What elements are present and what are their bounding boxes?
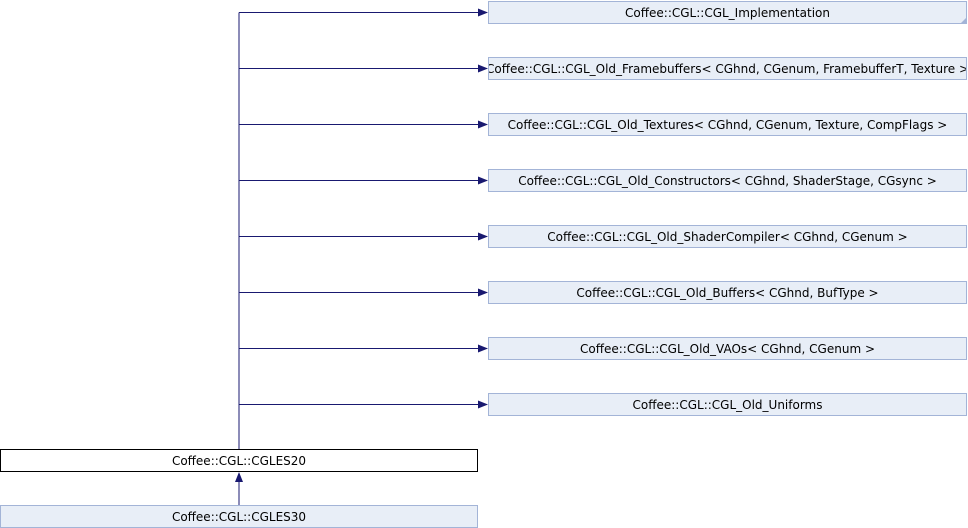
class-label: Coffee::CGL::CGL_Old_VAOs< CGhnd, CGenum… xyxy=(579,341,876,356)
class-label: Coffee::CGL::CGLES30 xyxy=(171,509,307,524)
class-label: Coffee::CGL::CGL_Old_ShaderCompiler< CGh… xyxy=(547,229,908,244)
corner-fold-icon xyxy=(961,18,966,23)
inheritance-edges xyxy=(235,8,488,505)
derived-class-node[interactable]: Coffee::CGL::CGLES30 xyxy=(0,505,478,528)
class-label: Coffee::CGL::CGL_Implementation xyxy=(625,5,830,20)
class-label: Coffee::CGL::CGL_Old_Buffers< CGhnd, Buf… xyxy=(576,285,879,300)
base-class-node-implementation[interactable]: Coffee::CGL::CGL_Implementation xyxy=(488,1,967,24)
base-class-node-old-uniforms[interactable]: Coffee::CGL::CGL_Old_Uniforms xyxy=(488,393,967,416)
base-class-node-old-vaos[interactable]: Coffee::CGL::CGL_Old_VAOs< CGhnd, CGenum… xyxy=(488,337,967,360)
current-class-node: Coffee::CGL::CGLES20 xyxy=(0,449,478,472)
base-class-node-old-constructors[interactable]: Coffee::CGL::CGL_Old_Constructors< CGhnd… xyxy=(488,169,967,192)
class-label: Coffee::CGL::CGL_Old_Framebuffers< CGhnd… xyxy=(488,61,967,76)
base-class-node-old-buffers[interactable]: Coffee::CGL::CGL_Old_Buffers< CGhnd, Buf… xyxy=(488,281,967,304)
base-class-node-old-framebuffers[interactable]: Coffee::CGL::CGL_Old_Framebuffers< CGhnd… xyxy=(488,57,967,80)
class-label: Coffee::CGL::CGL_Old_Textures< CGhnd, CG… xyxy=(507,117,948,132)
base-class-node-old-shadercompiler[interactable]: Coffee::CGL::CGL_Old_ShaderCompiler< CGh… xyxy=(488,225,967,248)
class-label: Coffee::CGL::CGL_Old_Uniforms xyxy=(632,397,823,412)
class-label: Coffee::CGL::CGLES20 xyxy=(171,453,307,468)
base-class-node-old-textures[interactable]: Coffee::CGL::CGL_Old_Textures< CGhnd, CG… xyxy=(488,113,967,136)
class-label: Coffee::CGL::CGL_Old_Constructors< CGhnd… xyxy=(518,173,937,188)
